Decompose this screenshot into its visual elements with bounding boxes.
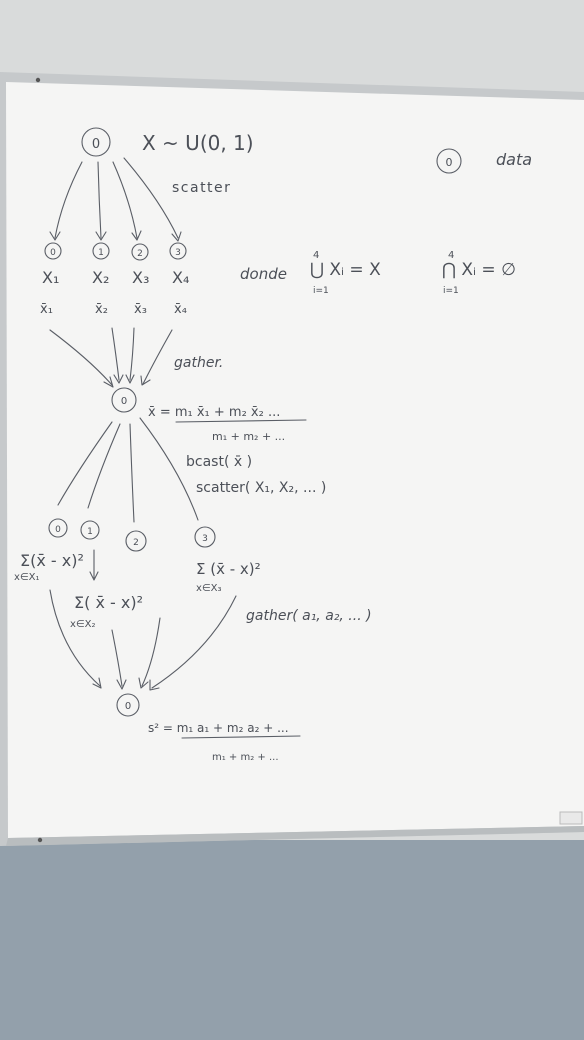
union-upper-limit: 4 xyxy=(313,250,319,261)
subset-mean-label: x̄₃ xyxy=(134,302,147,317)
mean-formula-numerator: x̄ = m₁ x̄₁ + m₂ x̄₂ ... xyxy=(148,405,280,420)
legend-label: data xyxy=(496,150,532,169)
gather-call: gather( a₁, a₂, ... ) xyxy=(246,608,372,624)
subset-mean-label: x̄₂ xyxy=(95,302,108,317)
subset-label: X₂ xyxy=(92,268,109,287)
subset-mean-label: x̄₁ xyxy=(40,302,53,317)
worker-node: 1 xyxy=(92,242,110,260)
second-scatter-lines xyxy=(57,417,199,523)
eraser xyxy=(559,811,583,825)
variance-formula-numerator: s² = m₁ a₁ + m₂ a₂ + ... xyxy=(148,721,289,735)
intersection-expression: ⋂ Xᵢ = ∅ xyxy=(442,260,516,280)
subset-label: X₃ xyxy=(132,268,149,287)
svg-text:2: 2 xyxy=(133,538,139,548)
partial-sum-2-subscript: x∈X₂ xyxy=(70,619,96,630)
board-screw xyxy=(37,837,43,843)
root-node-label: 0 xyxy=(92,137,100,152)
subset-mean-label: x̄₄ xyxy=(174,302,187,317)
final-node-circle xyxy=(116,693,140,717)
union-lower-limit: i=1 xyxy=(313,286,329,296)
wall-lower xyxy=(0,840,584,1040)
svg-text:3: 3 xyxy=(175,248,181,258)
board-tray xyxy=(6,826,584,846)
svg-text:0: 0 xyxy=(55,525,61,535)
board-screw xyxy=(35,77,41,83)
svg-text:2: 2 xyxy=(137,249,143,259)
variance-node: 3 xyxy=(194,526,216,548)
distribution-text: X ~ U(0, 1) xyxy=(142,131,254,155)
variance-node: 0 xyxy=(48,518,68,538)
partial-sum-0: Σ(x̄ - x)² xyxy=(20,551,84,570)
svg-text:3: 3 xyxy=(202,534,208,544)
gather-label: gather. xyxy=(174,355,223,371)
worker-node: 0 xyxy=(44,242,62,260)
board-surface xyxy=(6,82,584,838)
svg-text:0: 0 xyxy=(50,248,56,258)
mean-fraction-bar xyxy=(175,419,307,423)
intersection-lower-limit: i=1 xyxy=(443,286,459,296)
final-gather-arrows xyxy=(49,589,237,691)
root-node-circle xyxy=(81,127,111,157)
variance-formula-denominator: m₁ + m₂ + ... xyxy=(212,752,279,763)
worker-node: 3 xyxy=(169,242,187,260)
variance-node: 2 xyxy=(125,530,147,552)
scatter-label: scatter xyxy=(172,180,231,196)
partial-sum-3-subscript: x∈X₃ xyxy=(196,583,222,594)
worker-node: 2 xyxy=(131,243,149,261)
variance-fraction-bar xyxy=(181,735,301,739)
mean-formula-denominator: m₁ + m₂ + ... xyxy=(212,430,285,443)
intersection-upper-limit: 4 xyxy=(448,250,454,261)
partial-sum-0-subscript: x∈X₁ xyxy=(14,572,40,583)
scatter-arrows xyxy=(49,157,182,242)
gather-arrows xyxy=(49,327,173,388)
mean-node-label: 0 xyxy=(121,396,127,407)
partial-sum-3: Σ (x̄ - x)² xyxy=(196,560,261,578)
final-node-label: 0 xyxy=(125,701,131,712)
legend-node-label: 0 xyxy=(446,156,453,169)
scatter-call: scatter( X₁, X₂, ... ) xyxy=(196,480,326,496)
subset-label: X₄ xyxy=(172,268,189,287)
svg-text:1: 1 xyxy=(87,527,93,537)
variance-node: 1 xyxy=(80,520,100,540)
down-arrow xyxy=(89,549,99,581)
legend-node-circle xyxy=(436,148,462,174)
partial-sum-2: Σ( x̄ - x)² xyxy=(74,593,143,612)
donde-text: donde xyxy=(240,265,287,283)
union-expression: ⋃ Xᵢ = X xyxy=(310,260,381,280)
subset-label: X₁ xyxy=(42,268,59,287)
svg-text:1: 1 xyxy=(98,248,104,258)
mean-node-circle xyxy=(111,387,137,413)
bcast-call: bcast( x̄ ) xyxy=(186,454,252,470)
